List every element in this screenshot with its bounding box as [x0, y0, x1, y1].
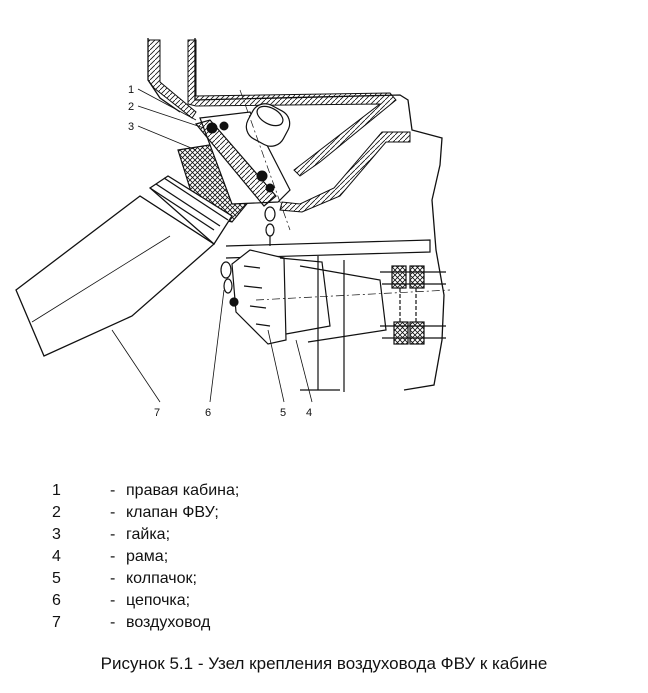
legend-item: 6 - цепочка; [52, 590, 472, 612]
figure-caption: Рисунок 5.1 - Узел крепления воздуховода… [100, 654, 548, 673]
legend-text: воздуховод [126, 614, 211, 631]
legend-number: 2 [52, 504, 61, 521]
legend-item: 7 - воздуховод [52, 612, 472, 634]
technical-drawing: 1 2 3 7 6 5 4 [15, 38, 451, 419]
legend-text: гайка; [126, 526, 171, 543]
chain-lower [220, 261, 239, 307]
nuts [206, 121, 275, 193]
legend-item: 2 - клапан ФВУ; [52, 502, 472, 524]
air-duct [15, 175, 233, 357]
legend-text: колпачок; [126, 570, 197, 587]
cabin-panel-upper [187, 39, 397, 177]
legend-number: 1 [52, 482, 61, 499]
frame-bolts [391, 265, 425, 345]
legend-text: цепочка; [126, 592, 191, 609]
legend-text: клапан ФВУ; [126, 504, 219, 521]
callout-4: 4 [306, 407, 312, 419]
legend-separator: - [110, 548, 116, 565]
legend-text: правая кабина; [126, 482, 240, 499]
legend-item: 3 - гайка; [52, 524, 472, 546]
cabin-wall [147, 39, 197, 119]
legend-number: 4 [52, 548, 61, 565]
callout-1: 1 [128, 84, 134, 96]
legend-item: 1 - правая кабина; [52, 480, 472, 502]
legend-number: 3 [52, 526, 61, 543]
legend-number: 5 [52, 570, 61, 587]
cabin-panel-lower [279, 131, 411, 213]
callout-5: 5 [280, 407, 286, 419]
legend-separator: - [110, 614, 116, 631]
callout-6: 6 [205, 407, 211, 419]
callout-2: 2 [128, 101, 134, 113]
legend-item: 4 - рама; [52, 546, 472, 568]
chain-upper [264, 206, 276, 246]
legend-number: 7 [52, 614, 61, 631]
leader-lines [111, 88, 313, 403]
callout-7: 7 [154, 407, 160, 419]
legend-item: 5 - колпачок; [52, 568, 472, 590]
callout-3: 3 [128, 121, 134, 133]
legend-separator: - [110, 570, 116, 587]
legend-text: рама; [126, 548, 169, 565]
legend-number: 6 [52, 592, 61, 609]
legend-separator: - [110, 482, 116, 499]
legend: 1 - правая кабина; 2 - клапан ФВУ; 3 - г… [52, 480, 472, 634]
legend-separator: - [110, 504, 116, 521]
legend-separator: - [110, 592, 116, 609]
legend-separator: - [110, 526, 116, 543]
